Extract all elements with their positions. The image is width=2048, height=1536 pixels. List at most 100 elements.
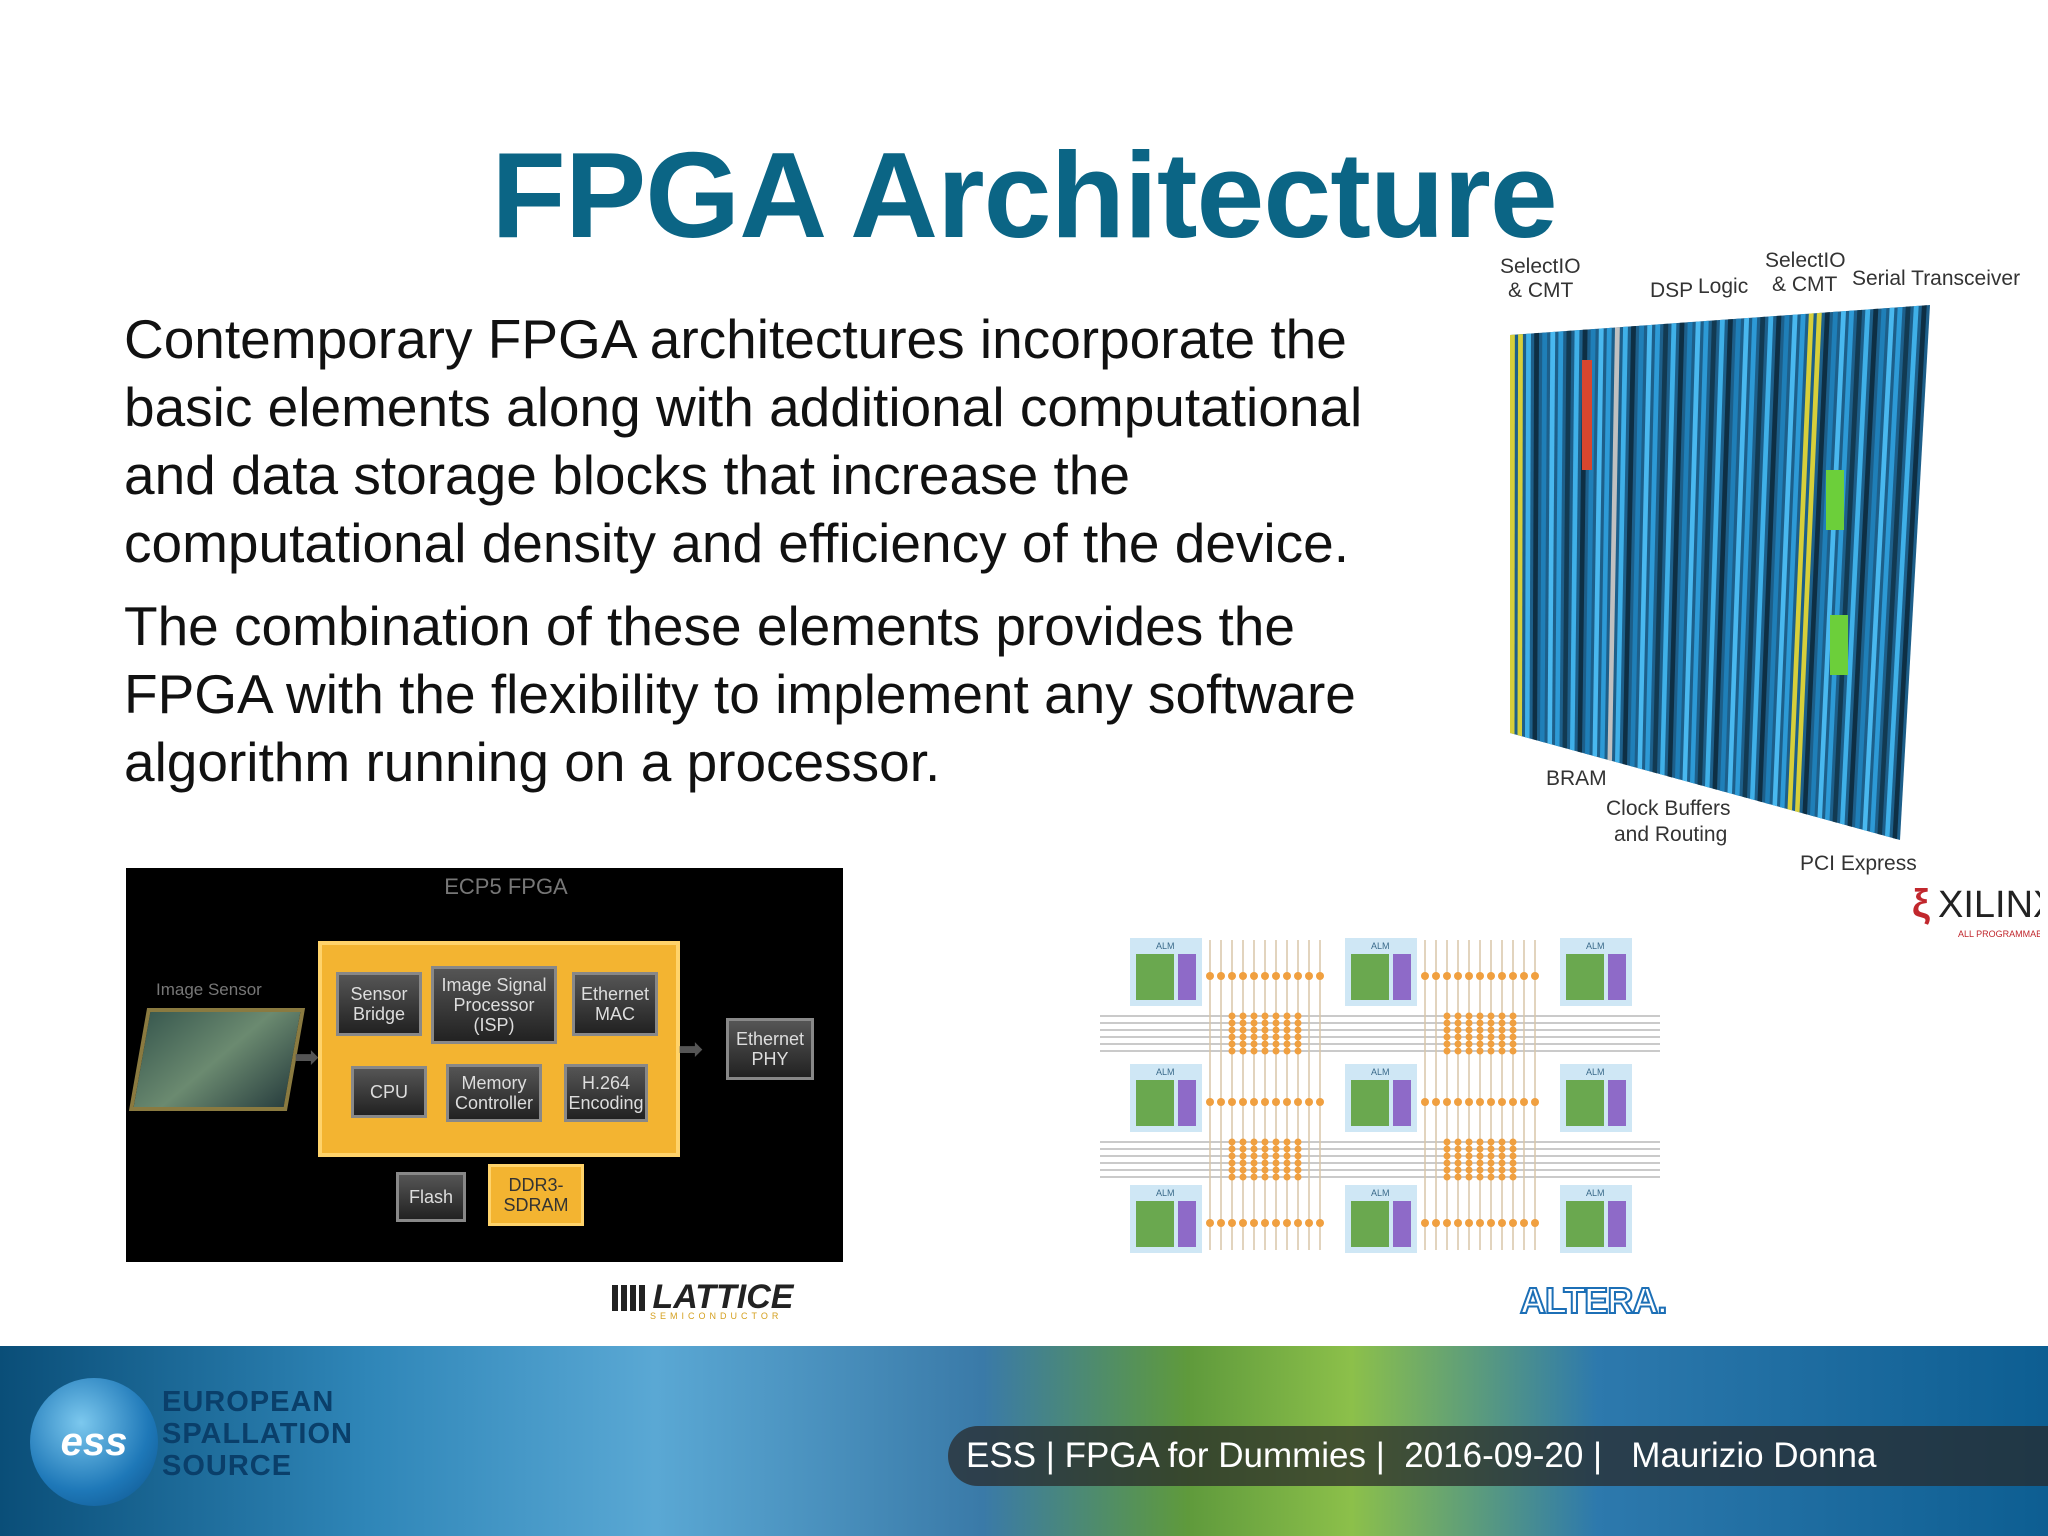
- switch-dot: [1487, 1173, 1495, 1181]
- switch-dot: [1498, 972, 1506, 980]
- switch-dot: [1283, 1019, 1291, 1027]
- switch-dot: [1443, 1098, 1451, 1106]
- switch-dot: [1454, 1012, 1462, 1020]
- switch-dot: [1272, 1152, 1280, 1160]
- switch-dot: [1294, 1166, 1302, 1174]
- switch-dot: [1454, 1019, 1462, 1027]
- switch-dot: [1476, 1159, 1484, 1167]
- xilinx-column: [1727, 317, 1750, 794]
- xilinx-column: [1705, 319, 1725, 788]
- switch-dot: [1487, 1098, 1495, 1106]
- xilinx-column: [1892, 305, 1927, 840]
- switch-dot: [1272, 1047, 1280, 1055]
- switch-dot: [1509, 1033, 1517, 1041]
- xilinx-column: [1540, 332, 1548, 743]
- switch-dot: [1509, 1145, 1517, 1153]
- alm-lut: [1566, 954, 1604, 1000]
- switch-dot: [1520, 972, 1528, 980]
- switch-dot: [1465, 1026, 1473, 1034]
- xilinx-column: [1607, 327, 1620, 761]
- switch-dot: [1294, 972, 1302, 980]
- switch-dot: [1454, 1152, 1462, 1160]
- switch-dot: [1250, 1159, 1258, 1167]
- paragraph-combination: The combination of these elements provid…: [124, 595, 1356, 793]
- switch-dot: [1432, 1219, 1440, 1227]
- alm-lut: [1351, 954, 1389, 1000]
- switch-dot: [1294, 1138, 1302, 1146]
- label-clock-buffers-2: and Routing: [1614, 823, 1727, 846]
- switch-dot: [1476, 972, 1484, 980]
- lattice-heading: ECP5 FPGA: [444, 874, 568, 899]
- transceiver-highlight: [1826, 470, 1844, 530]
- switch-dot: [1476, 1040, 1484, 1048]
- switch-dot: [1476, 1026, 1484, 1034]
- switch-dot: [1465, 1012, 1473, 1020]
- switch-dot: [1294, 1019, 1302, 1027]
- switch-dot: [1476, 1219, 1484, 1227]
- alm-label: ALM: [1156, 1188, 1175, 1198]
- switch-dot: [1465, 1219, 1473, 1227]
- switch-dot: [1272, 1019, 1280, 1027]
- switch-dot: [1261, 1145, 1269, 1153]
- alm-register: [1608, 954, 1626, 1000]
- xilinx-column: [1592, 328, 1604, 757]
- arrow-icon: ➡: [294, 1041, 320, 1074]
- switch-dot: [1272, 1098, 1280, 1106]
- org-name-line3: SOURCE: [162, 1450, 293, 1482]
- switch-dot: [1228, 1040, 1236, 1048]
- alm-register: [1608, 1201, 1626, 1247]
- flash-block: Flash: [396, 1172, 466, 1222]
- xilinx-column: [1795, 312, 1822, 813]
- switch-dot: [1272, 1033, 1280, 1041]
- xilinx-column: [1682, 321, 1701, 782]
- xilinx-column: [1585, 328, 1596, 755]
- switch-dot: [1272, 1138, 1280, 1146]
- switch-dot: [1509, 1166, 1517, 1174]
- switch-dot: [1283, 1138, 1291, 1146]
- switch-dot: [1316, 1219, 1324, 1227]
- switch-dot: [1509, 1047, 1517, 1055]
- memory-controller-block: Memory Controller: [446, 1064, 542, 1122]
- switch-dot: [1498, 1173, 1506, 1181]
- alm-register: [1178, 1080, 1196, 1126]
- switch-dot: [1239, 1152, 1247, 1160]
- switch-dot: [1443, 1145, 1451, 1153]
- switch-dot: [1476, 1019, 1484, 1027]
- switch-dot: [1272, 972, 1280, 980]
- switch-dot: [1305, 972, 1313, 980]
- switch-dot: [1487, 1145, 1495, 1153]
- switch-dot: [1476, 1152, 1484, 1160]
- switch-dot: [1465, 1138, 1473, 1146]
- xilinx-column: [1742, 316, 1766, 799]
- switch-dot: [1228, 1026, 1236, 1034]
- switch-dot: [1465, 1047, 1473, 1055]
- switch-dot: [1443, 1019, 1451, 1027]
- switch-dot: [1498, 1166, 1506, 1174]
- switch-dot: [1316, 1098, 1324, 1106]
- lattice-logo-sub: SEMICONDUCTOR: [650, 1311, 783, 1321]
- xilinx-column: [1720, 318, 1741, 792]
- switch-dot: [1465, 1159, 1473, 1167]
- org-name-line1: EUROPEAN: [162, 1386, 335, 1418]
- xilinx-column: [1787, 313, 1814, 811]
- switch-dot: [1283, 1173, 1291, 1181]
- switch-dot: [1498, 1033, 1506, 1041]
- switch-dot: [1294, 1098, 1302, 1106]
- switch-dot: [1421, 1098, 1429, 1106]
- switch-dot: [1283, 1219, 1291, 1227]
- isp-block: Image Signal Processor (ISP): [431, 966, 557, 1044]
- switch-dot: [1250, 1152, 1258, 1160]
- alm-lut: [1566, 1201, 1604, 1247]
- switch-dot: [1228, 1159, 1236, 1167]
- alm-label: ALM: [1371, 1067, 1390, 1077]
- alm-label: ALM: [1586, 941, 1605, 951]
- switch-dot: [1476, 1047, 1484, 1055]
- alm-register: [1393, 1080, 1411, 1126]
- switch-dot: [1272, 1219, 1280, 1227]
- alm-register: [1608, 1080, 1626, 1126]
- switch-dot: [1454, 1098, 1462, 1106]
- switch-dot: [1509, 1159, 1517, 1167]
- switch-dot: [1498, 1219, 1506, 1227]
- switch-dot: [1261, 1019, 1269, 1027]
